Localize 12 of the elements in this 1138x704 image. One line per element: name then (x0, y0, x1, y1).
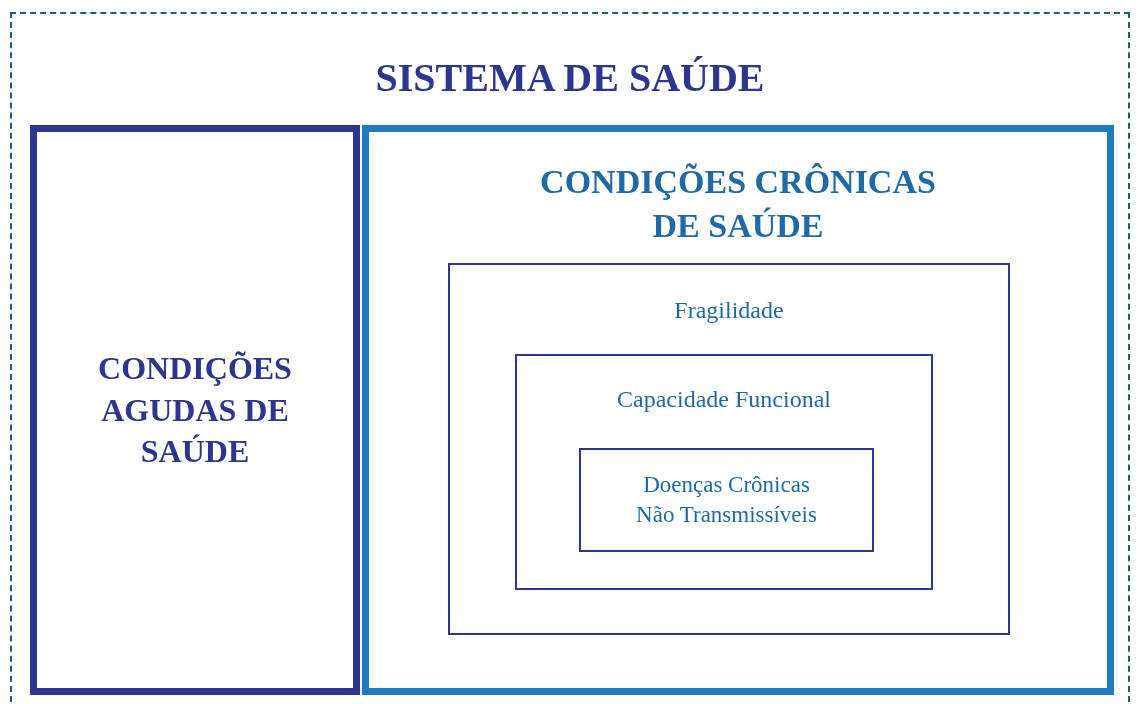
frailty-box (448, 263, 1010, 635)
acute-conditions-panel (30, 125, 360, 695)
box-label: Fragilidade (673, 296, 785, 325)
system-frame (10, 12, 1130, 704)
box-label: Capacidade Funcional (616, 385, 832, 414)
functional-capacity-box (515, 354, 933, 590)
chronic-diseases-box (579, 448, 874, 552)
chronic-conditions-panel (362, 125, 1114, 695)
panel-heading: CONDIÇÕES CRÔNICAS DE SAÚDE (539, 162, 937, 247)
box-label: Doenças Crônicas Não Transmissíveis (635, 471, 818, 529)
title: SISTEMA DE SAÚDE (374, 54, 766, 102)
panel-heading: CONDIÇÕES AGUDAS DE SAÚDE (97, 348, 293, 471)
